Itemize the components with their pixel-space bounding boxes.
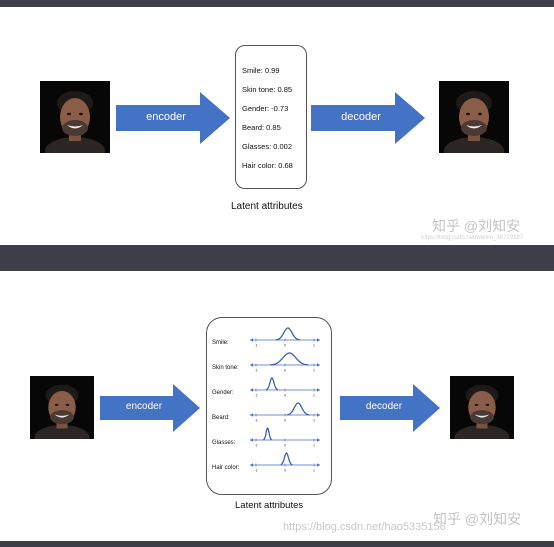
face-photo-icon <box>439 81 509 153</box>
latent-attributes-box: Smile: -1 0 1 Skin tone: -1 0 1 Gender: -1 0 1… <box>206 317 332 495</box>
encoder-label: encoder <box>146 111 186 123</box>
axis-left-arrow-icon <box>250 413 253 417</box>
tick-label-glasses: -1 <box>254 444 257 448</box>
encoder-label: encoder <box>125 401 163 412</box>
tick-label-glasses: 0 <box>284 444 286 448</box>
tick-label-skin-tone: 0 <box>284 369 286 373</box>
tick-label-smile: 1 <box>313 344 315 348</box>
gaussian-curve-skin-tone <box>270 352 309 366</box>
axis-left-arrow-icon <box>250 463 253 467</box>
tick-label-smile: -1 <box>254 344 257 348</box>
tick-label-hair-color: 0 <box>284 469 286 473</box>
gaussian-curve-glasses <box>262 427 273 441</box>
tick-label-gender: 0 <box>284 394 286 398</box>
face-photo-icon <box>40 81 110 153</box>
tick-label-beard: 0 <box>284 419 286 423</box>
distribution-row-hair-color: -1 0 1 <box>250 452 320 473</box>
dist-label-skin-tone: Skin tone: <box>212 365 239 371</box>
face-photo-icon <box>450 376 514 439</box>
gaussian-curve-smile <box>275 327 300 341</box>
right-arrow-icon <box>116 92 230 144</box>
axis-left-arrow-icon <box>250 388 253 392</box>
tick-label-glasses: 1 <box>313 444 315 448</box>
face-photo-icon <box>30 376 94 439</box>
axis-right-arrow-icon <box>317 413 320 417</box>
decoder-label: decoder <box>365 401 403 412</box>
attribute-beard: Beard: 0.85 <box>242 123 281 132</box>
latent-attributes-box: Smile: 0.99 Skin tone: 0.85 Gender: -0.7… <box>235 45 307 189</box>
input-face-image <box>40 81 110 153</box>
axis-right-arrow-icon <box>317 388 320 392</box>
distribution-row-skin-tone: -1 0 1 <box>250 352 320 373</box>
tick-label-skin-tone: 1 <box>313 369 315 373</box>
encoder-arrow: encoder <box>100 384 200 432</box>
right-arrow-icon <box>100 384 200 432</box>
distribution-row-smile: -1 0 1 <box>250 327 320 348</box>
axis-left-arrow-icon <box>250 363 253 367</box>
input-face-image <box>30 376 94 439</box>
tick-label-smile: 0 <box>284 344 286 348</box>
axis-right-arrow-icon <box>317 463 320 467</box>
right-arrow-icon <box>340 384 440 432</box>
dist-label-gender: Gender: <box>212 390 234 396</box>
decoder-label: decoder <box>341 111 381 123</box>
right-arrow-icon <box>311 92 425 144</box>
distribution-row-gender: -1 0 1 <box>250 377 320 398</box>
tick-label-hair-color: -1 <box>254 469 257 473</box>
dist-label-smile: Smile: <box>212 340 229 346</box>
attribute-skin-tone: Skin tone: 0.85 <box>242 85 293 94</box>
deterministic-autoencoder-panel: encoder Smile: 0.99 Skin tone: 0.85 Gend… <box>0 7 554 245</box>
distribution-row-glasses: -1 0 1 <box>250 427 320 448</box>
axis-right-arrow-icon <box>317 438 320 442</box>
tick-label-beard: 1 <box>313 419 315 423</box>
watermark: 知乎 @刘知安 <box>433 511 522 527</box>
tick-label-skin-tone: -1 <box>254 369 257 373</box>
dist-label-beard: Beard: <box>212 415 230 421</box>
output-face-image <box>439 81 509 153</box>
decoder-arrow: decoder <box>340 384 440 432</box>
axis-left-arrow-icon <box>250 338 253 342</box>
latent-attributes-caption: Latent attributes <box>235 500 304 511</box>
encoder-arrow: encoder <box>116 92 230 144</box>
gaussian-curve-beard <box>287 402 310 416</box>
tick-label-gender: -1 <box>254 394 257 398</box>
axis-right-arrow-icon <box>317 363 320 367</box>
dist-label-glasses: Glasses: <box>212 440 236 446</box>
gaussian-curve-hair-color <box>280 452 293 466</box>
watermark-url: https://blog.csdn.net/weixin_38719187 <box>421 235 524 241</box>
attribute-hair-color: Hair color: 0.68 <box>242 161 293 170</box>
distribution-row-beard: -1 0 1 <box>250 402 320 423</box>
tick-label-hair-color: 1 <box>313 469 315 473</box>
attribute-gender: Gender: -0.73 <box>242 104 289 113</box>
gaussian-curve-gender <box>265 377 279 391</box>
tick-label-gender: 1 <box>313 394 315 398</box>
output-face-image <box>450 376 514 439</box>
attribute-smile: Smile: 0.99 <box>242 66 280 75</box>
axis-right-arrow-icon <box>317 338 320 342</box>
dist-label-hair-color: Hair color: <box>212 465 240 471</box>
tick-label-beard: -1 <box>254 419 257 423</box>
watermark-url: https://blog.csdn.net/hao5335156 <box>283 521 446 533</box>
attribute-glasses: Glasses: 0.002 <box>242 142 293 151</box>
watermark: 知乎 @刘知安 <box>432 218 521 234</box>
variational-autoencoder-panel: encoder Smile: -1 0 1 Skin tone: -1 0 1 Gend… <box>0 271 554 541</box>
axis-left-arrow-icon <box>250 438 253 442</box>
latent-attributes-caption: Latent attributes <box>231 201 303 212</box>
decoder-arrow: decoder <box>311 92 425 144</box>
